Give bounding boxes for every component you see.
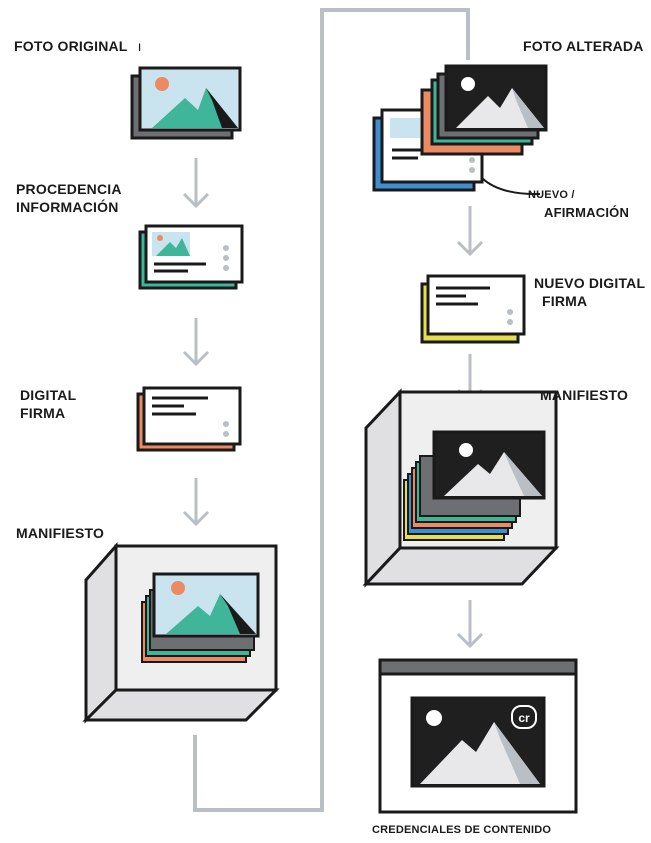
- content-credentials-window-icon: cr: [378, 658, 578, 814]
- connector-line: [193, 8, 470, 812]
- provenance-label: PROCEDENCIA INFORMACIÓN: [16, 181, 122, 215]
- content-credentials-label: CREDENCIALES DE CONTENIDO: [372, 824, 552, 836]
- altered-photo-stack-icon: [372, 64, 548, 196]
- arrow-down-icon: [182, 478, 210, 527]
- signature-card-icon: [136, 386, 242, 452]
- new-claim-label: NUEVO / AFIRMACIÓN: [528, 189, 630, 220]
- cr-badge-icon: cr: [511, 705, 537, 729]
- manifest-box-icon: [82, 542, 280, 724]
- new-signature-label: NUEVO DIGITAL FIRMA: [534, 275, 646, 309]
- new-signature-card-icon: [420, 274, 526, 344]
- altered-photo-label: FOTO ALTERADA: [523, 38, 644, 54]
- manifest-label-right: MANIFIESTO: [540, 387, 629, 403]
- arrow-down-icon: [182, 158, 210, 209]
- manifest-box-icon: [362, 388, 560, 588]
- signature-label: DIGITAL FIRMA: [20, 387, 77, 421]
- arrow-down-icon: [456, 206, 484, 257]
- provenance-card-icon: [138, 224, 244, 290]
- manifest-label-left: MANIFIESTO: [16, 525, 105, 541]
- arrow-down-icon: [456, 600, 484, 649]
- svg-text:cr: cr: [518, 711, 530, 725]
- arrow-down-icon: [182, 318, 210, 367]
- original-photo-icon: [130, 66, 242, 140]
